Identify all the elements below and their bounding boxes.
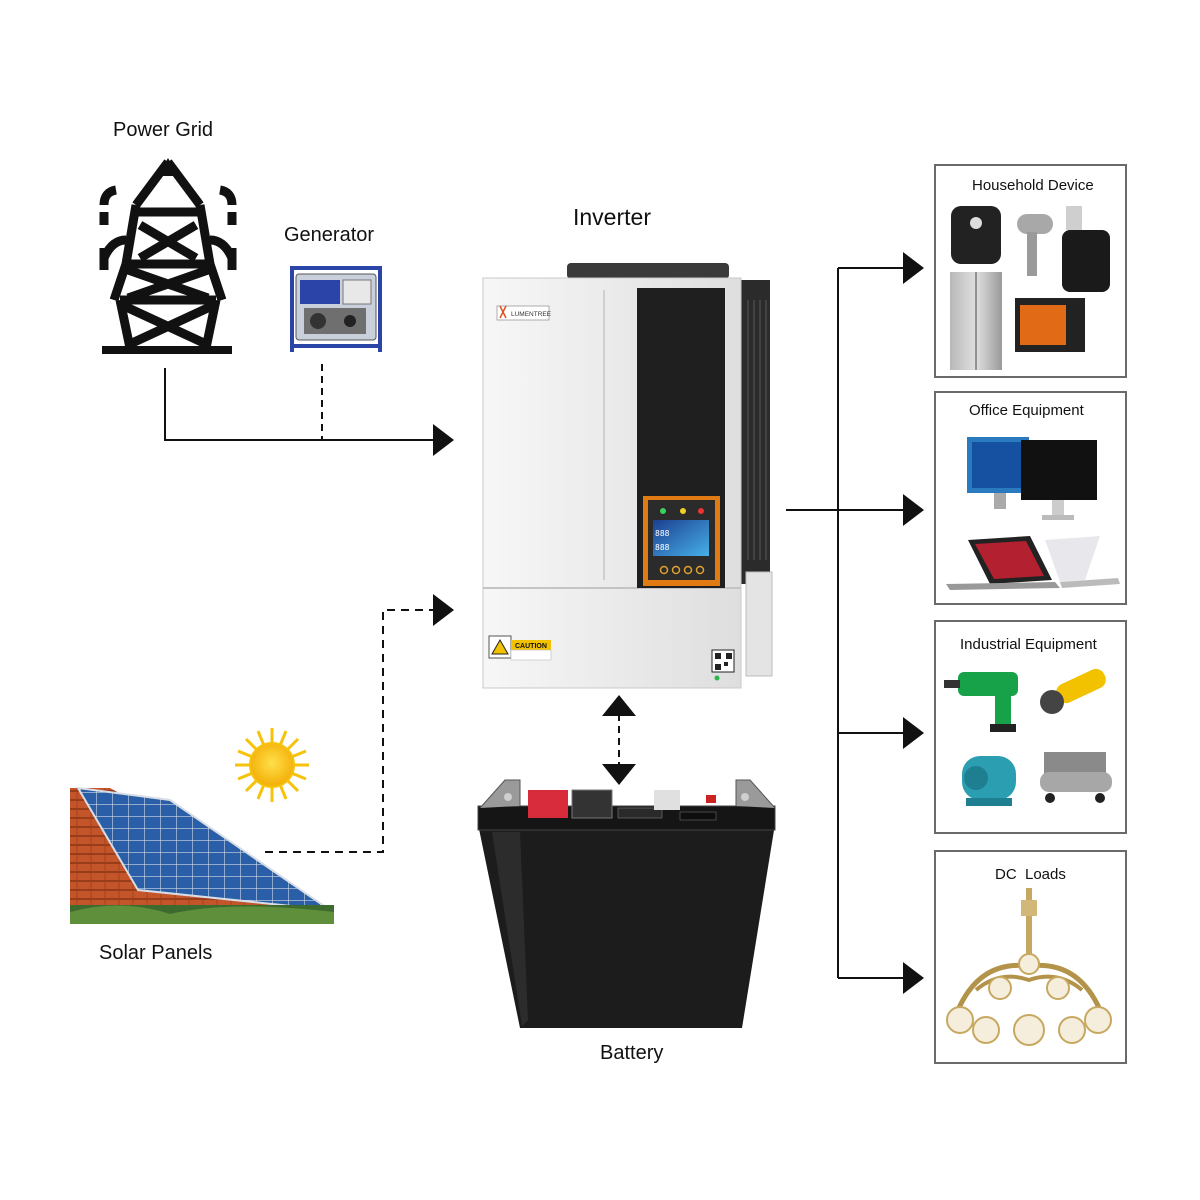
household-device-title: Household Device [972, 177, 1094, 194]
dc-loads-title: DC Loads [995, 866, 1066, 883]
inverter-lcd-digits-2: 888 [655, 543, 670, 552]
solar-arrowhead [433, 594, 454, 626]
load-box-household [934, 164, 1127, 378]
inverter-label: Inverter [573, 204, 651, 230]
drill-icon [944, 672, 1018, 732]
solar-panels-label: Solar Panels [99, 942, 213, 964]
angle-grinder-icon [1040, 668, 1106, 714]
solar-panel-icon [70, 786, 334, 924]
generator-label: Generator [284, 224, 375, 246]
loads-distribution-line [786, 267, 906, 979]
tower-top [158, 158, 178, 176]
inverter-caution-text: CAUTION [515, 643, 547, 650]
chandelier-icon [946, 888, 1112, 1046]
load-box-dc [934, 850, 1127, 1064]
generator-icon [290, 266, 382, 352]
grid-to-inverter-line [164, 368, 438, 441]
inverter-lcd-digits-1: 888 [655, 529, 670, 538]
power-grid-label: Power Grid [113, 119, 214, 141]
load-box-industrial [934, 620, 1127, 834]
sun-icon [235, 728, 309, 802]
laptop-icon [946, 536, 1120, 590]
dc-loads-arrowhead [903, 962, 924, 994]
office-equipment-title: Office Equipment [969, 402, 1084, 419]
oven-icon [1015, 298, 1085, 352]
electric-motor-icon [962, 756, 1016, 806]
battery-label: Battery [600, 1042, 664, 1064]
juicer-icon [1062, 206, 1110, 292]
inverter-unit [482, 263, 773, 689]
transmission-tower-icon [99, 159, 237, 349]
air-compressor-icon [1040, 752, 1112, 803]
industrial-equipment-title: Industrial Equipment [960, 636, 1097, 653]
household-arrowhead [903, 252, 924, 284]
battery-arrowhead-down [602, 764, 636, 785]
battery-icon [477, 779, 776, 1028]
inverter-brand-text: LUMENTREE [511, 311, 552, 318]
tower-base [102, 346, 232, 354]
industrial-arrowhead [903, 717, 924, 749]
grid-arrowhead [433, 424, 454, 456]
solar-dashed-line [265, 609, 438, 853]
rice-cooker-icon [951, 206, 1001, 264]
hair-dryer-icon [1017, 214, 1053, 276]
load-box-office [934, 391, 1127, 605]
office-arrowhead [903, 494, 924, 526]
desktop-computer-icon [967, 437, 1097, 520]
battery-arrowhead-up [602, 695, 636, 716]
refrigerator-icon [950, 272, 1002, 370]
